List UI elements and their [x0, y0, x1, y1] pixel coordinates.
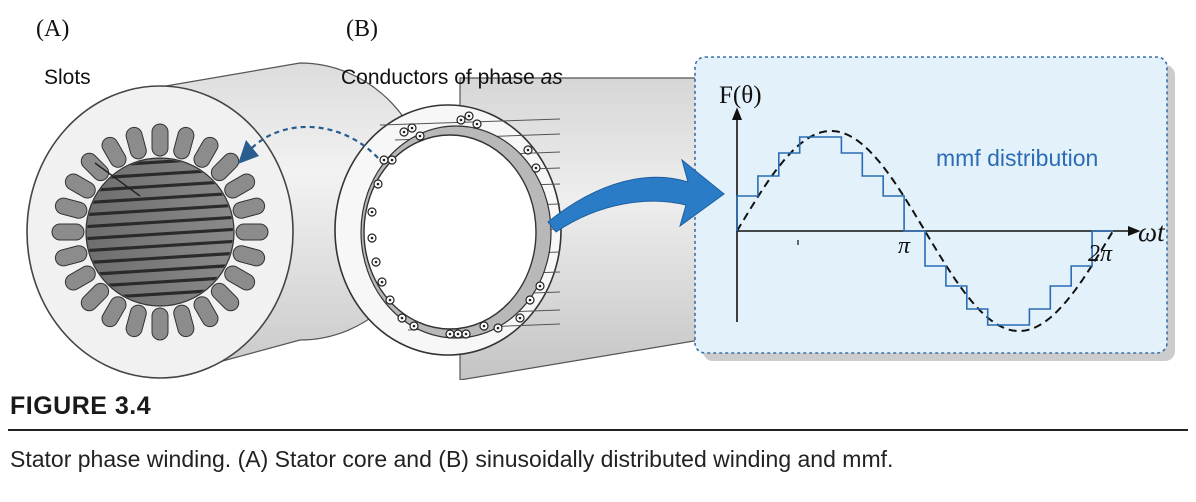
- slot: [151, 123, 169, 157]
- slot: [210, 152, 240, 182]
- conductors-label-text: Conductors of phase: [341, 66, 541, 89]
- slot: [64, 173, 96, 199]
- conductor-dot: [534, 166, 538, 170]
- x-axis-label: ωt: [1138, 217, 1166, 247]
- conductor-dot: [496, 326, 500, 330]
- slot: [64, 265, 96, 291]
- slot: [51, 223, 85, 241]
- stator-slots: [51, 123, 269, 341]
- conductor-dot: [402, 130, 406, 134]
- legend-label: mmf distribution: [936, 145, 1098, 171]
- panel-label-b: (B): [346, 16, 378, 42]
- tick-label-pi: π: [898, 233, 911, 259]
- link-arrow-dashed: [249, 125, 379, 159]
- slot: [80, 152, 110, 182]
- slot: [232, 197, 266, 219]
- conductor-dot: [475, 122, 479, 126]
- conductors-label: Conductors of phase as: [341, 66, 563, 90]
- conductor-dot: [482, 324, 486, 328]
- slot: [193, 136, 219, 168]
- conductor-dot: [388, 298, 392, 302]
- conductor-dot: [538, 284, 542, 288]
- conductor-dot: [528, 298, 532, 302]
- conductor-dot: [456, 332, 460, 336]
- slots-label: Slots: [44, 66, 91, 89]
- figure-caption: Stator phase winding. (A) Stator core an…: [10, 446, 894, 472]
- flow-arrow: [547, 158, 725, 233]
- slot: [125, 126, 147, 160]
- slot: [101, 136, 127, 168]
- conductor-dot: [370, 210, 374, 214]
- slot: [224, 173, 256, 199]
- conductor-dot: [464, 332, 468, 336]
- conductor-dot: [400, 316, 404, 320]
- slot: [232, 245, 266, 267]
- conductor-dot: [376, 182, 380, 186]
- slot: [54, 197, 88, 219]
- mmf-plot-box: F(θ) ωt π 2π mmf distribution: [694, 56, 1175, 361]
- conductor-dot: [412, 324, 416, 328]
- conductor-dot: [448, 332, 452, 336]
- caption-rule: [8, 429, 1188, 431]
- slot: [210, 282, 240, 312]
- stator-core-cylinder: [26, 62, 431, 379]
- slot: [125, 304, 147, 338]
- conductor-dot: [526, 148, 530, 152]
- panel-label-a: (A): [36, 16, 70, 42]
- conductor-dot: [418, 134, 422, 138]
- y-axis-label: F(θ): [719, 82, 762, 109]
- conductor-dot: [382, 158, 386, 162]
- figure-illustration: F(θ) ωt π 2π mmf distribution: [26, 56, 1175, 381]
- slot: [235, 223, 269, 241]
- conductor-dot: [459, 118, 463, 122]
- mmf-step-curve: [736, 136, 1113, 326]
- slot: [224, 265, 256, 291]
- slot: [151, 307, 169, 341]
- slots-pointer: [94, 162, 141, 197]
- tick-label-2pi: 2π: [1088, 241, 1113, 267]
- slot: [173, 304, 195, 338]
- conductor-dot: [467, 114, 471, 118]
- conductor-dot: [518, 316, 522, 320]
- conductor-dot: [374, 260, 378, 264]
- figure-number: FIGURE 3.4: [10, 392, 152, 420]
- phase-conductors: [367, 111, 545, 339]
- slot: [193, 296, 219, 328]
- conductor-dot: [410, 126, 414, 130]
- slot: [101, 296, 127, 328]
- slot: [54, 245, 88, 267]
- conductor-dot: [390, 158, 394, 162]
- link-arrow-head: [238, 140, 259, 164]
- conductors-phase: as: [540, 66, 563, 89]
- slot: [173, 126, 195, 160]
- conductor-dot: [370, 236, 374, 240]
- conductor-dot: [380, 280, 384, 284]
- slot: [80, 282, 110, 312]
- winding-cylinder: [334, 77, 701, 381]
